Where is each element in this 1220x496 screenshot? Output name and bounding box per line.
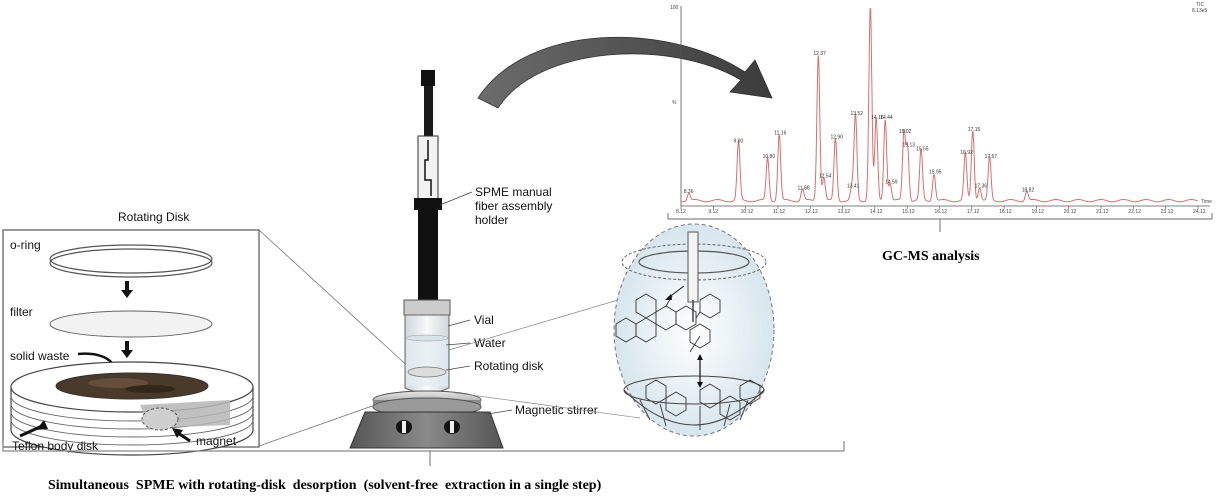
chromatogram-ticks: 8.12 9.12 10.12 11.12 12.12 13.12 14.12 15.12 16… — [676, 206, 1206, 215]
holder-plunger — [424, 86, 433, 138]
chromatogram-tic: TIC — [1196, 2, 1204, 8]
peak-label: 18.82 — [1022, 187, 1035, 193]
peak-label: 9.90 — [734, 139, 744, 145]
vial-cap — [403, 299, 451, 316]
peak-label: 12.54 — [819, 174, 832, 180]
gcms-label: GC-MS analysis — [882, 249, 980, 264]
small-arrow-icon — [665, 285, 685, 300]
peak-label: 8.36 — [684, 189, 694, 195]
magnetic-stirrer-label: Magnetic stirrer — [515, 403, 598, 417]
solid-waste-label: solid waste — [10, 349, 70, 363]
peak-label: 14.16 — [871, 115, 884, 121]
connector-line — [258, 229, 413, 371]
zoom-bubble — [613, 223, 775, 437]
peak-label: 15.95 — [929, 170, 942, 176]
teflon-arrow-head — [36, 420, 48, 430]
x-tick-label: 10.12 — [741, 209, 754, 215]
x-tick-label: 12.12 — [805, 209, 818, 215]
peak-label: 15.55 — [916, 146, 929, 152]
rotating-disk-label: Rotating disk — [474, 359, 544, 373]
spme-fiber — [687, 231, 699, 303]
chromatogram-peak-labels: 8.36 9.90 10.80 11.16 11.88 12.37 12.54 12.90 13… — [684, 51, 1035, 195]
spme-holder-label-line2: fiber assembly — [475, 199, 552, 213]
x-tick-label: 18.12 — [999, 209, 1012, 215]
chromatogram-y-pct: % — [672, 100, 677, 106]
x-tick-label: 24.12 — [1193, 209, 1206, 215]
vial-label: Vial — [474, 313, 494, 327]
rotating-disk-in-vial — [407, 366, 447, 378]
x-tick-label: 19.12 — [1031, 209, 1044, 215]
down-arrow-icon — [121, 281, 133, 298]
peak-label: 13.52 — [850, 111, 863, 117]
x-tick-label: 23.12 — [1161, 209, 1174, 215]
double-arrow-icon — [697, 354, 703, 388]
x-tick-label: 11.12 — [773, 209, 785, 215]
water-label: Water — [474, 336, 506, 350]
stirrer-base — [349, 411, 504, 449]
peak-label: 16.92 — [960, 150, 973, 156]
chromatogram-tic-value: 8.13e5 — [1192, 8, 1208, 14]
peak-label: 15.02 — [899, 129, 912, 135]
spme-holder-label-line1: SPME manual — [475, 185, 552, 199]
x-tick-label: 8.12 — [676, 209, 686, 215]
down-arrow-icon — [121, 341, 133, 358]
peak-label: 17.36 — [975, 183, 988, 189]
bottom-bracket — [2, 441, 845, 452]
peak-label: 13.41 — [847, 183, 860, 189]
molecule-structures — [615, 293, 761, 421]
magnet-arrow — [177, 431, 191, 443]
magnet-arrow-head — [172, 428, 183, 438]
x-tick-label: 17.12 — [967, 209, 980, 215]
curved-arrow-icon — [477, 36, 773, 109]
peak-label: 15.13 — [903, 142, 916, 148]
peak-label: 10.80 — [763, 154, 776, 160]
rotating-disk-panel: Rotating Disk o-ring filter solid waste — [2, 210, 260, 456]
disk-cross-section — [623, 375, 765, 430]
peak-label: 17.67 — [985, 154, 998, 160]
peak-label: 12.37 — [813, 51, 826, 57]
peak-label: 11.16 — [774, 131, 786, 137]
teflon-body-label: Teflon body disk — [12, 439, 99, 453]
peak-label: 11.88 — [797, 185, 809, 191]
x-tick-label: 14.12 — [870, 209, 883, 215]
connector-line — [448, 299, 619, 351]
x-tick-label: 20.12 — [1064, 209, 1077, 215]
peak-label: 14.44 — [880, 115, 893, 121]
spme-apparatus: SPME manual fiber assembly holder Vial W… — [349, 70, 598, 449]
x-tick-label: 13.12 — [838, 209, 851, 215]
teflon-body-disk-shape — [10, 361, 254, 456]
magnet-label: magnet — [196, 434, 237, 448]
x-tick-label: 21.12 — [1096, 209, 1109, 215]
caption: Simultaneous SPME with rotating-disk des… — [48, 478, 602, 493]
filter-shape — [49, 310, 213, 338]
peak-label: 14.59 — [885, 179, 898, 185]
x-tick-label: 16.12 — [935, 209, 948, 215]
x-tick-label: 15.12 — [902, 209, 915, 215]
chromatogram-x-unit: Time — [1201, 199, 1212, 205]
chromatogram-y-top: 100 — [670, 5, 679, 11]
spme-holder-label-line3: holder — [475, 213, 508, 227]
filter-label: filter — [10, 305, 33, 319]
peak-label: 17.15 — [968, 127, 981, 133]
holder-barrel — [418, 210, 438, 302]
rotating-disk-title: Rotating Disk — [118, 210, 190, 224]
o-ring-label: o-ring — [10, 238, 41, 252]
gc-ms-chromatogram: 100 % TIC 8.13e5 Time 8.12 9.12 10.12 11.12… — [670, 2, 1212, 215]
connector-line — [448, 391, 641, 419]
o-ring-shape — [49, 244, 213, 278]
holder-plunger-cap — [421, 70, 435, 86]
x-tick-label: 9.12 — [708, 209, 718, 215]
peak-label: 12.90 — [830, 135, 843, 141]
chromatogram-trace — [680, 7, 1199, 203]
water-fill — [406, 338, 448, 386]
holder-collar — [414, 198, 442, 210]
x-tick-label: 22.12 — [1128, 209, 1141, 215]
